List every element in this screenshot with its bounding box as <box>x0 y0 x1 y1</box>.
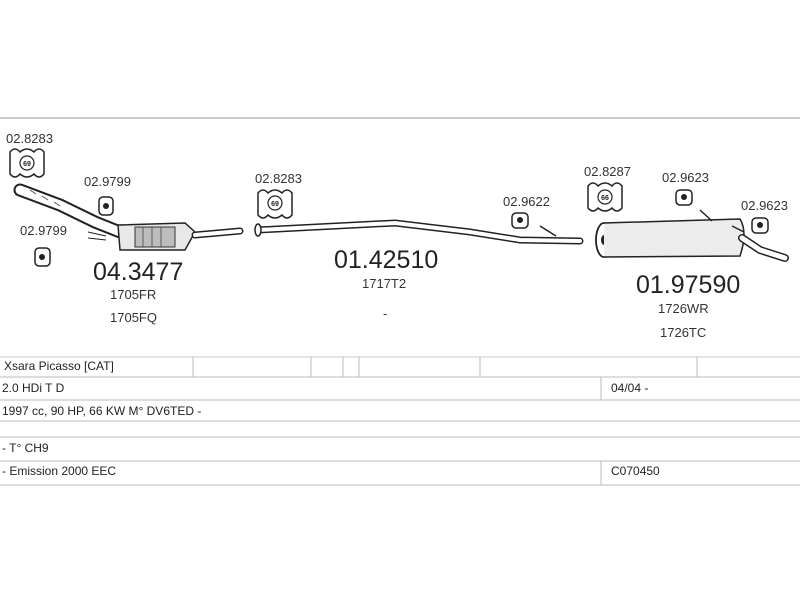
hanger-bracket-icon <box>511 212 529 229</box>
engine-name: 2.0 HDi T D <box>2 381 65 395</box>
part-number-front: 04.3477 <box>93 258 183 286</box>
hanger-label-02-9622: 02.9622 <box>503 194 550 209</box>
catalytic-converter-front-pipe <box>13 183 244 251</box>
hanger-bracket-icon <box>34 247 51 267</box>
hanger-badge: 69 <box>271 201 279 208</box>
hanger-label-02-9799-upper: 02.9799 <box>84 174 131 189</box>
hanger-label-02-8287: 02.8287 <box>584 164 631 179</box>
part-ref-middle-1: 1717T2 <box>362 276 406 291</box>
catalog-code: C070450 <box>611 464 660 478</box>
hanger-badge: 66 <box>601 195 609 202</box>
engine-type: - T° CH9 <box>2 441 49 455</box>
hanger-label-02-9799-lower: 02.9799 <box>20 223 67 238</box>
hanger-badge: 69 <box>23 161 31 168</box>
part-number-rear: 01.97590 <box>636 271 740 299</box>
hanger-label-02-8283-middle: 02.8283 <box>255 171 302 186</box>
info-table-grid <box>0 357 800 486</box>
part-ref-rear-1: 1726WR <box>658 301 709 316</box>
emission-standard: - Emission 2000 EEC <box>2 464 117 478</box>
hanger-label-02-9623-right: 02.9623 <box>741 198 788 213</box>
hanger-label-02-9623-upper: 02.9623 <box>662 170 709 185</box>
engine-spec: 1997 cc, 90 HP, 66 KW M° DV6TED - <box>2 404 202 418</box>
production-date: 04/04 - <box>611 381 649 395</box>
hanger-bracket-icon <box>751 217 769 234</box>
middle-pipe <box>254 219 584 245</box>
rear-silencer <box>595 209 789 262</box>
vehicle-model: Xsara Picasso [CAT] <box>4 359 114 373</box>
part-ref-front-2: 1705FQ <box>110 310 157 325</box>
part-number-middle: 01.42510 <box>334 246 438 274</box>
part-ref-front-1: 1705FR <box>110 287 156 302</box>
rubber-hanger-icon: 69 <box>257 189 293 219</box>
hanger-bracket-icon <box>675 189 693 206</box>
rubber-hanger-icon: 69 <box>9 148 45 178</box>
rubber-hanger-icon: 66 <box>587 182 623 212</box>
hanger-bracket-icon <box>98 196 114 216</box>
part-ref-middle-2: - <box>383 306 387 321</box>
part-ref-rear-2: 1726TC <box>660 325 706 340</box>
hanger-label-02-8283-left: 02.8283 <box>6 131 53 146</box>
